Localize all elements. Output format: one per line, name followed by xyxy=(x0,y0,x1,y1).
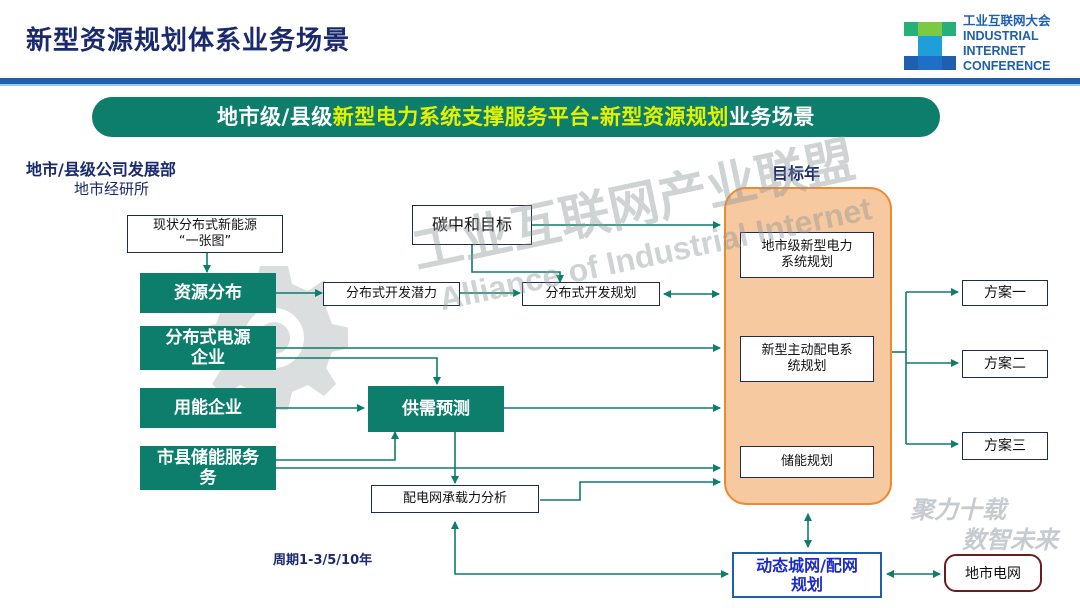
city-power-system-planning-box: 地市级新型电力 系统规划 xyxy=(740,232,874,278)
logo-line-cn: 工业互联网大会 xyxy=(963,14,1051,28)
conference-logo-text: 工业互联网大会 INDUSTRIAL INTERNET CONFERENCE xyxy=(963,14,1051,74)
conference-logo-icon xyxy=(904,22,956,70)
dept-label: 地市/县级公司发展部 xyxy=(26,160,176,179)
logo-line-2: INTERNET xyxy=(963,44,1026,58)
dg-potential-box: 分布式开发潜力 xyxy=(323,282,460,306)
banner-prefix: 地市级/县级 xyxy=(217,105,333,129)
institute-label: 地市经研所 xyxy=(74,180,150,198)
resource-distribution-box: 资源分布 xyxy=(140,273,276,313)
supply-demand-forecast-box: 供需预测 xyxy=(368,386,504,432)
capacity-analysis-box: 配电网承载力分析 xyxy=(371,485,539,513)
status-quo-distributed-energy-map: 现状分布式新能源 “一张图” xyxy=(127,215,283,253)
page-title: 新型资源规划体系业务场景 xyxy=(26,26,351,56)
logo-line-1: INDUSTRIAL xyxy=(963,29,1039,43)
scheme-3-box: 方案三 xyxy=(962,432,1048,460)
header-divider xyxy=(0,78,1080,84)
scheme-1-box: 方案一 xyxy=(962,280,1048,306)
dg-planning-box: 分布式开发规划 xyxy=(522,282,660,306)
logo-line-3: CONFERENCE xyxy=(963,59,1051,73)
city-grid-box: 地市电网 xyxy=(944,554,1042,592)
period-label: 周期1-3/5/10年 xyxy=(273,553,373,568)
dynamic-grid-planning-box: 动态城网/配网 规划 xyxy=(732,552,882,598)
target-year-label: 目标年 xyxy=(772,164,821,183)
storage-service-box: 市县储能服务 务 xyxy=(140,446,276,490)
storage-planning-box: 储能规划 xyxy=(740,446,874,478)
active-distribution-planning-box: 新型主动配电系 统规划 xyxy=(740,336,874,382)
header-divider-light xyxy=(0,84,1080,86)
carbon-neutral-goal-box: 碳中和目标 xyxy=(412,205,532,245)
watermark-slogan-2: 数智未来 xyxy=(962,527,1058,554)
banner-highlight: 新型电力系统支撑服务平台-新型资源规划 xyxy=(332,105,729,129)
watermark-slogan-1: 聚力十载 xyxy=(910,497,1006,524)
banner-suffix: 业务场景 xyxy=(728,105,815,129)
energy-users-box: 用能企业 xyxy=(140,388,276,428)
dg-enterprise-box: 分布式电源 企业 xyxy=(140,326,276,370)
scenario-banner: 地市级/县级新型电力系统支撑服务平台-新型资源规划业务场景 xyxy=(92,97,940,137)
scheme-2-box: 方案二 xyxy=(962,350,1048,378)
